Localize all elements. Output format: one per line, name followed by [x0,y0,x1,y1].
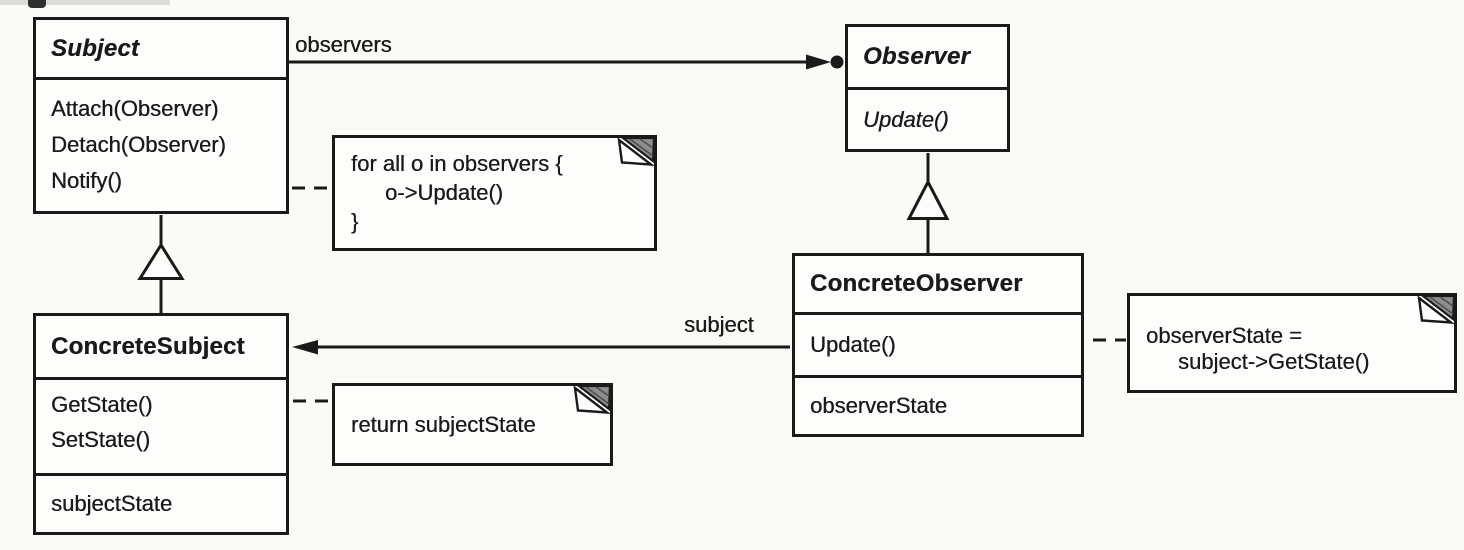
note-fold-icon [573,385,611,414]
class-attributes-section: subjectState [36,476,286,532]
inheritance-triangle-icon [137,242,185,280]
method-label: Notify() [51,168,122,193]
method-label: SetState() [51,427,151,452]
association-label-subject: subject [684,312,754,337]
method-label: Attach(Observer) [51,96,219,121]
class-methods-section: Update() [795,315,1081,378]
subject-association-line [292,340,790,355]
class-title: Subject [36,20,286,80]
method-label: GetState() [51,392,153,417]
class-box-observer: Observer Update() [845,24,1010,152]
note-box-update: observerState = subject->GetState() [1127,293,1457,393]
class-title: Observer [848,27,1007,90]
arrowhead-icon [806,54,831,70]
class-methods-section: Update() [848,90,1007,149]
note-text-line: for all o in observers { [351,151,563,176]
association-label-observers: observers [295,32,392,57]
class-box-concrete-observer: ConcreteObserver Update() observerState [792,253,1084,437]
inheritance-observer-link [906,153,950,254]
class-methods-section: Attach(Observer) Detach(Observer) Notify… [36,80,286,211]
method-label: Detach(Observer) [51,132,226,157]
scan-streak-artifact [0,0,170,5]
attribute-label: observerState [810,393,947,418]
aggregation-dot [830,55,844,69]
note-fold-icon [617,137,655,166]
class-title: ConcreteObserver [795,256,1081,315]
class-box-concrete-subject: ConcreteSubject GetState() SetState() su… [33,313,289,535]
note-text-line: } [351,209,359,234]
method-label: Update() [863,106,949,132]
note-text-line: o->Update() [385,180,504,205]
note-text-line: return subjectState [351,412,536,437]
class-title: ConcreteSubject [36,316,286,380]
class-attributes-section: observerState [795,378,1081,434]
inheritance-subject-link [137,215,185,314]
method-label: Update() [810,332,896,357]
note-text-line: subject->GetState() [1178,349,1370,374]
note-fold-icon [1417,295,1455,324]
class-methods-section: GetState() SetState() [36,380,286,476]
note-box-getstate: return subjectState [332,383,613,466]
attribute-label: subjectState [51,491,173,516]
inheritance-triangle-icon [906,178,950,220]
arrowhead-icon [292,340,318,355]
scan-blob-artifact [28,0,46,8]
note-box-notify: for all o in observers { o->Update() } [332,135,657,251]
note-text-line: observerState = [1146,323,1302,348]
class-box-subject: Subject Attach(Observer) Detach(Observer… [33,17,289,214]
